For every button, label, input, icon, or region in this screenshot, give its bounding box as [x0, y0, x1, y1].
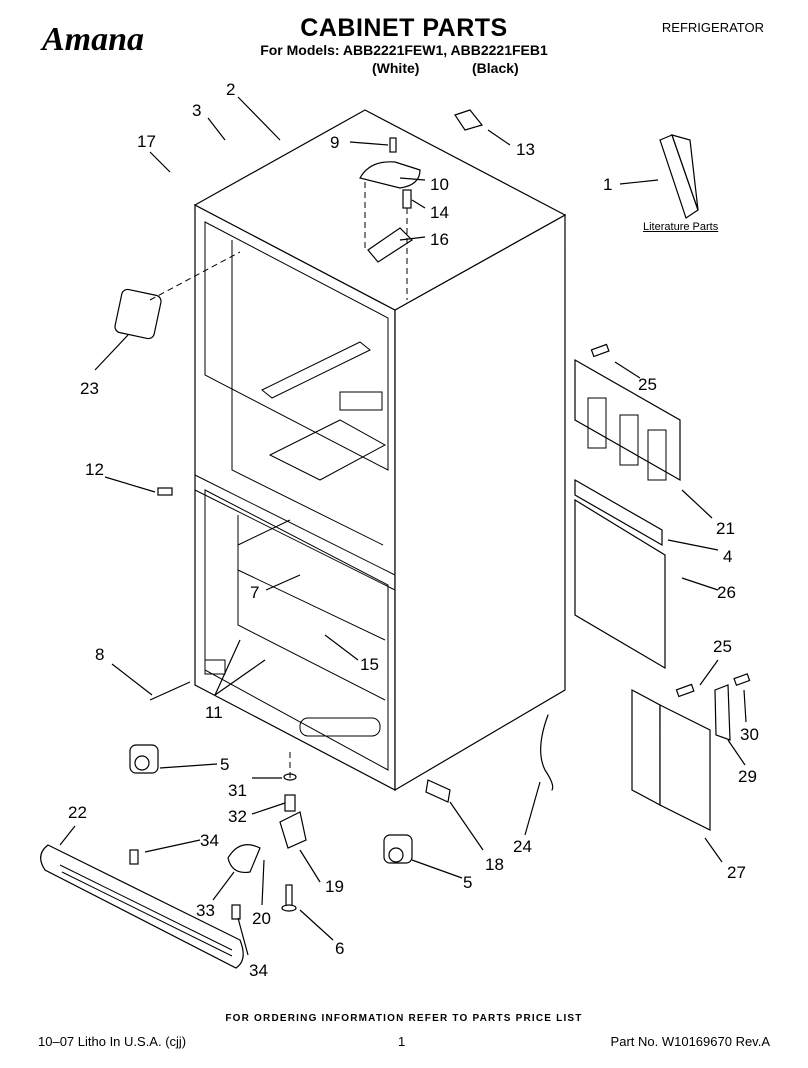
ordering-note: FOR ORDERING INFORMATION REFER TO PARTS …: [225, 1013, 583, 1024]
callout-4: 4: [723, 547, 732, 566]
callout-12: 12: [85, 460, 104, 479]
hinge-cap: [454, 109, 484, 131]
callout-25-bottom: 25: [713, 637, 732, 656]
seal-strip: [574, 478, 663, 547]
callout-19: 19: [325, 877, 344, 896]
cabinet-shell: [193, 109, 567, 792]
callout-34-top: 34: [200, 831, 219, 850]
page-title: CABINET PARTS: [300, 14, 508, 42]
callout-32: 32: [228, 807, 247, 826]
screw-25-bottom: [675, 683, 695, 698]
callout-18: 18: [485, 855, 504, 874]
callout-5-right: 5: [463, 873, 472, 892]
literature-booklet: [659, 134, 699, 219]
callout-23: 23: [80, 379, 99, 398]
callout-5-left: 5: [220, 755, 229, 774]
variant-black: (Black): [472, 60, 519, 76]
callout-24: 24: [513, 837, 532, 856]
callout-13: 13: [516, 140, 535, 159]
grille-clip-bottom: [231, 904, 241, 920]
callout-29: 29: [738, 767, 757, 786]
leveling-assembly: [227, 752, 307, 912]
callout-33: 33: [196, 901, 215, 920]
caster-left: [129, 744, 159, 774]
screw-12: [157, 487, 173, 496]
callout-21: 21: [716, 519, 735, 538]
base-grille: [40, 844, 244, 969]
grille-clip-top: [129, 849, 139, 865]
callout-27: 27: [727, 863, 746, 882]
callout-34-bottom: 34: [249, 961, 268, 980]
literature-parts-label: Literature Parts: [643, 221, 719, 233]
model-subtitle: For Models: ABB2221FEW1, ABB2221FEB1: [260, 42, 548, 58]
caster-right: [383, 834, 413, 864]
callout-20: 20: [252, 909, 271, 928]
rear-vent-panel: [574, 358, 681, 482]
part-number: Part No. W10169670 Rev.A: [610, 1034, 770, 1049]
control-housing: [114, 251, 241, 340]
callout-10: 10: [430, 175, 449, 194]
callout-7: 7: [250, 583, 259, 602]
leader-lines: [59, 96, 747, 956]
callout-17: 17: [137, 132, 156, 151]
callout-16: 16: [430, 230, 449, 249]
callout-1: 1: [603, 175, 612, 194]
callout-3: 3: [192, 101, 201, 120]
callout-labels: 1 2 3 4 5 5 6 7 8 9 10 11 12 13 14 15 16…: [68, 80, 759, 980]
callout-9: 9: [330, 133, 339, 152]
callout-30: 30: [740, 725, 759, 744]
variant-white: (White): [372, 60, 420, 76]
top-hinge: [359, 137, 421, 300]
callout-14: 14: [430, 203, 449, 222]
bolt-8: [149, 681, 191, 701]
clamp: [425, 779, 451, 803]
callout-2: 2: [226, 80, 235, 99]
callout-8: 8: [95, 645, 104, 664]
clip-bracket: [714, 684, 731, 741]
callout-15: 15: [360, 655, 379, 674]
screw-25-top: [590, 343, 610, 358]
callout-25-top: 25: [638, 375, 657, 394]
brand-logo: Amana: [40, 18, 180, 60]
litho-info: 10–07 Litho In U.S.A. (cjj): [38, 1034, 187, 1049]
callout-26: 26: [717, 583, 736, 602]
rear-cover: [574, 498, 666, 670]
appliance-category: REFRIGERATOR: [661, 20, 764, 35]
screw-30: [733, 673, 751, 686]
brand-wordmark: Amana: [40, 21, 144, 58]
callout-31: 31: [228, 781, 247, 800]
drain-tube: [540, 714, 554, 791]
callout-22: 22: [68, 803, 87, 822]
page-number: 1: [398, 1034, 406, 1049]
mount-bracket: [631, 688, 711, 831]
callout-11: 11: [205, 703, 223, 722]
callout-6: 6: [335, 939, 344, 958]
